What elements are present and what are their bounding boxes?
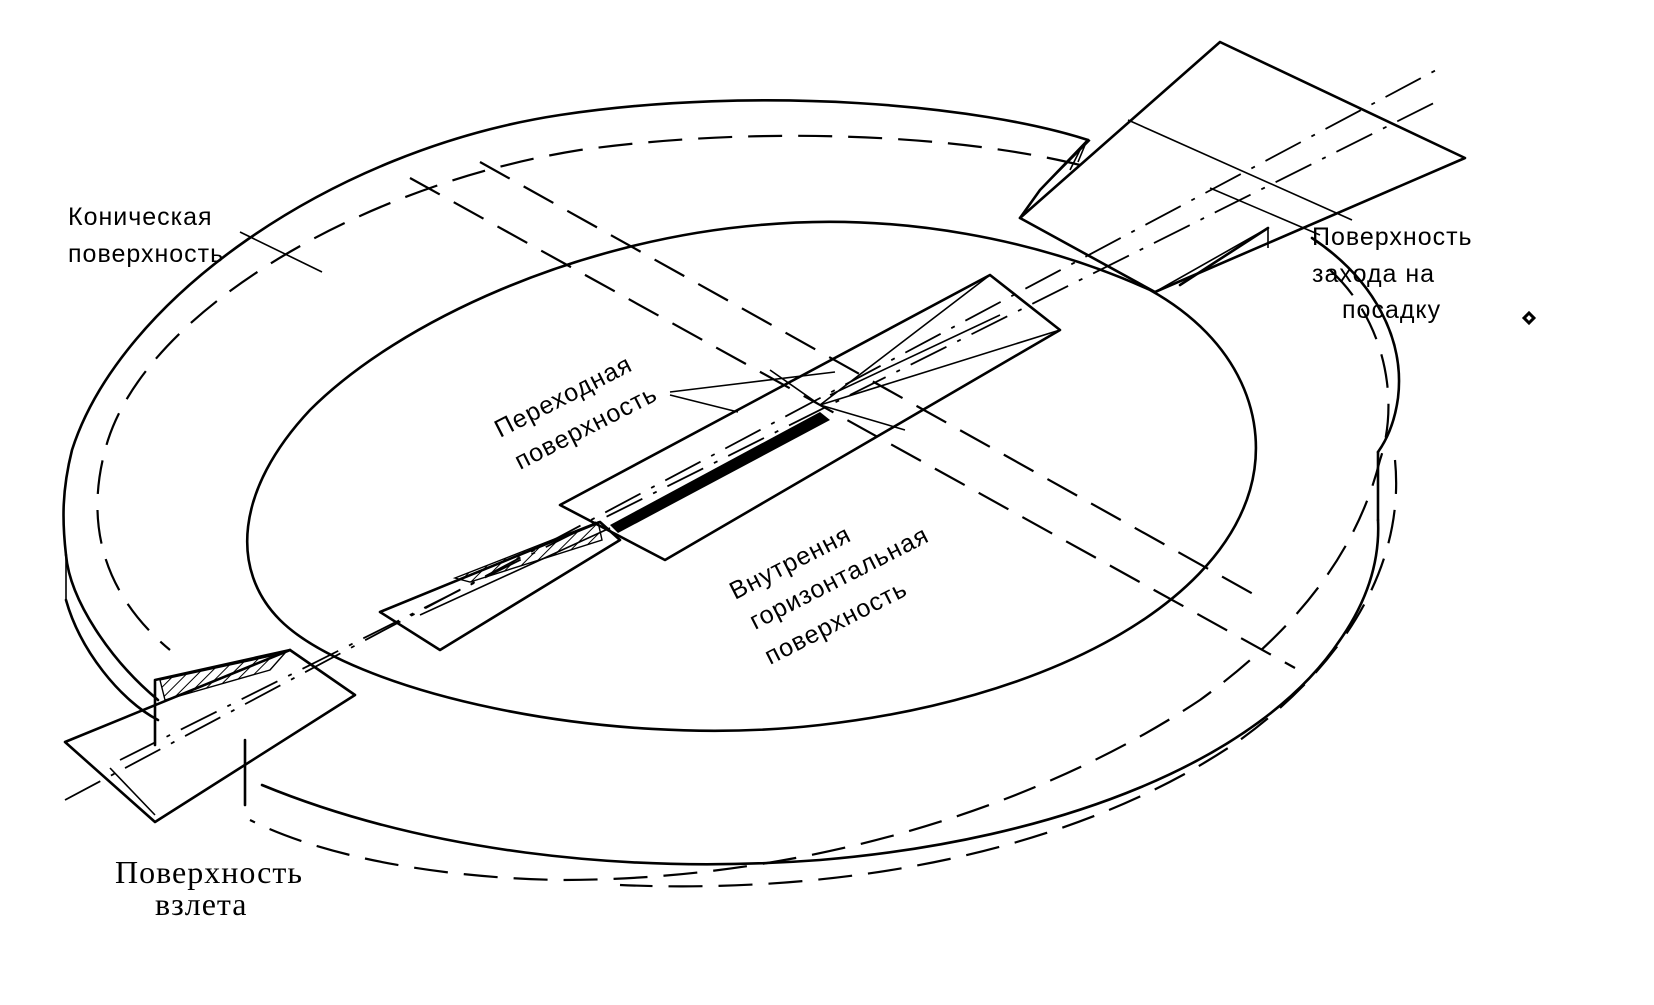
label-approach-2: захода на	[1312, 260, 1435, 288]
label-takeoff-1: Поверхность	[115, 854, 303, 890]
approach-surface	[1018, 40, 1467, 294]
conical-dashed-limit	[96, 134, 1081, 651]
leader-conical	[239, 231, 323, 273]
label-approach-1: Поверхность	[1312, 223, 1473, 251]
leader-transitional	[669, 371, 836, 413]
approach-surface-wall	[1018, 138, 1270, 287]
transitional-inner-lines	[769, 274, 1061, 431]
conical-outer-rim-right	[1310, 236, 1401, 454]
approach-surface-inner	[1039, 119, 1353, 293]
takeoff-surface-wall	[153, 648, 292, 807]
conical-outer-wall-left	[64, 553, 160, 702]
leader-approach	[1209, 187, 1321, 236]
approach-hatch	[1069, 144, 1086, 171]
conical-outer-rim	[62, 99, 1090, 557]
conical-bottom-rim-left	[64, 598, 160, 722]
label-conical-1: Коническая	[68, 203, 213, 231]
conical-dashed-outer-bottom	[619, 459, 1398, 888]
takeoff-hatch	[159, 651, 287, 701]
runway-centerline-2	[119, 99, 1441, 761]
leader-takeoff	[109, 767, 156, 816]
section-line	[409, 177, 1296, 669]
conical-dashed-limit-right	[249, 269, 1390, 882]
runway-strip	[610, 412, 830, 533]
conical-bottom-rim	[260, 518, 1380, 866]
transitional-left-lines	[379, 521, 621, 651]
label-conical-2: поверхность	[68, 240, 224, 268]
runway-centerline	[64, 67, 1441, 801]
inner-horizontal-surface-edge	[245, 220, 1258, 733]
label-takeoff-2: взлета	[155, 886, 248, 922]
diamond-bullet-icon	[1521, 310, 1537, 326]
label-approach-3: посадку	[1342, 296, 1441, 324]
